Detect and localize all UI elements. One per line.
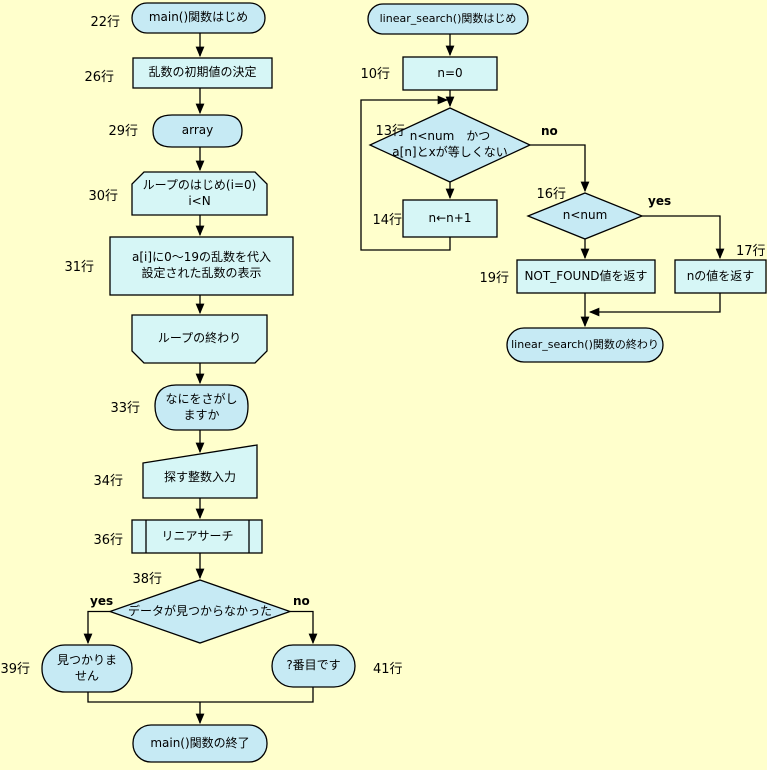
line-label-36: 36行 xyxy=(93,533,123,548)
line-label-10: 10行 xyxy=(360,67,390,82)
process-assign-shape xyxy=(109,236,294,296)
loop-begin-shape xyxy=(131,171,268,216)
branch-label-no: no xyxy=(293,594,310,608)
process-init-random: 乱数の初期値の決定 xyxy=(148,65,257,80)
terminal-search-start-shape xyxy=(367,3,529,35)
terminal-main-start: main()関数はじめ xyxy=(148,10,249,25)
output-found-message: ?番目です xyxy=(286,658,341,673)
line-label-22: 22行 xyxy=(90,15,120,30)
line-label-41: 41行 xyxy=(373,662,403,677)
arrow-while-no-to-check xyxy=(530,144,590,193)
process-assign: a[i]に0〜19の乱数を代入 設定された乱数の表示 xyxy=(132,250,271,280)
manual-input-search-integer: 探す整数入力 xyxy=(163,469,236,484)
predefined-linear-search: リニアサーチ xyxy=(161,528,234,543)
line-label-14: 14行 xyxy=(372,213,402,228)
process-increment-shape xyxy=(402,199,498,238)
predefined-process-bars xyxy=(145,520,250,553)
arrow-returnn-merge xyxy=(588,293,721,317)
output-not-found-message: 見つかりま せん xyxy=(56,652,117,683)
decision-data-not-found: データが見つからなかった xyxy=(127,603,272,618)
process-n-equals-0: n=0 xyxy=(437,65,463,80)
terminal-search-end-shape xyxy=(506,327,664,363)
arrow-decision-yes xyxy=(83,610,110,645)
decision-n-less-num: n<num xyxy=(562,208,608,223)
loopback-increment-to-while xyxy=(360,95,451,251)
process-return-n: nの値を返す xyxy=(686,268,755,283)
decision-while-condition: n<num かつ a[n]とxが等しくない xyxy=(392,129,508,159)
process-init-random-shape xyxy=(132,57,273,89)
line-label-26: 26行 xyxy=(84,70,114,85)
arrow-decision-no xyxy=(290,610,318,645)
process-n-increment: n←n+1 xyxy=(428,210,472,225)
line-label-38: 38行 xyxy=(132,572,162,587)
line-label-30: 30行 xyxy=(88,189,118,204)
terminal-main-end-shape xyxy=(132,724,268,763)
output-not-found-shape xyxy=(41,644,133,693)
manual-input-shape xyxy=(142,444,258,499)
branch-label-no: no xyxy=(541,124,558,138)
terminal-main-start-shape xyxy=(131,2,266,34)
line-label-29: 29行 xyxy=(108,124,138,139)
loop-end-shape xyxy=(131,314,268,364)
branch-label-yes: yes xyxy=(648,194,672,208)
loop-end: ループの終わり xyxy=(157,331,242,346)
line-label-16: 16行 xyxy=(536,187,566,202)
line-label-31: 31行 xyxy=(64,260,94,275)
terminal-main-end: main()関数の終了 xyxy=(150,735,250,750)
loop-begin: ループのはじめ(i=0) i<N xyxy=(142,177,257,208)
process-return-not-found: NOT_FOUND値を返す xyxy=(524,268,648,283)
display-array: array xyxy=(181,123,214,138)
display-prompt: なにをさがし ますか xyxy=(165,391,238,422)
decision-found-shape xyxy=(108,579,292,644)
line-label-13: 13行 xyxy=(375,124,405,139)
line-label-34: 34行 xyxy=(93,474,123,489)
terminal-search-start: linear_search()関数はじめ xyxy=(379,11,517,25)
line-label-19: 19行 xyxy=(479,271,509,286)
line-label-39: 39行 xyxy=(0,662,30,677)
line-label-17: 17行 xyxy=(736,244,766,259)
terminal-search-end: linear_search()関数の終わり xyxy=(511,337,659,351)
branch-label-yes: yes xyxy=(90,594,114,608)
line-label-33: 33行 xyxy=(110,401,140,416)
predefined-process-shape xyxy=(131,519,263,554)
display-prompt-shape xyxy=(154,384,249,431)
process-return-notfound-shape xyxy=(516,259,656,294)
display-array-shape xyxy=(152,114,243,148)
arrow-check-yes-to-returnn xyxy=(642,215,725,260)
process-n0-shape xyxy=(402,56,498,91)
